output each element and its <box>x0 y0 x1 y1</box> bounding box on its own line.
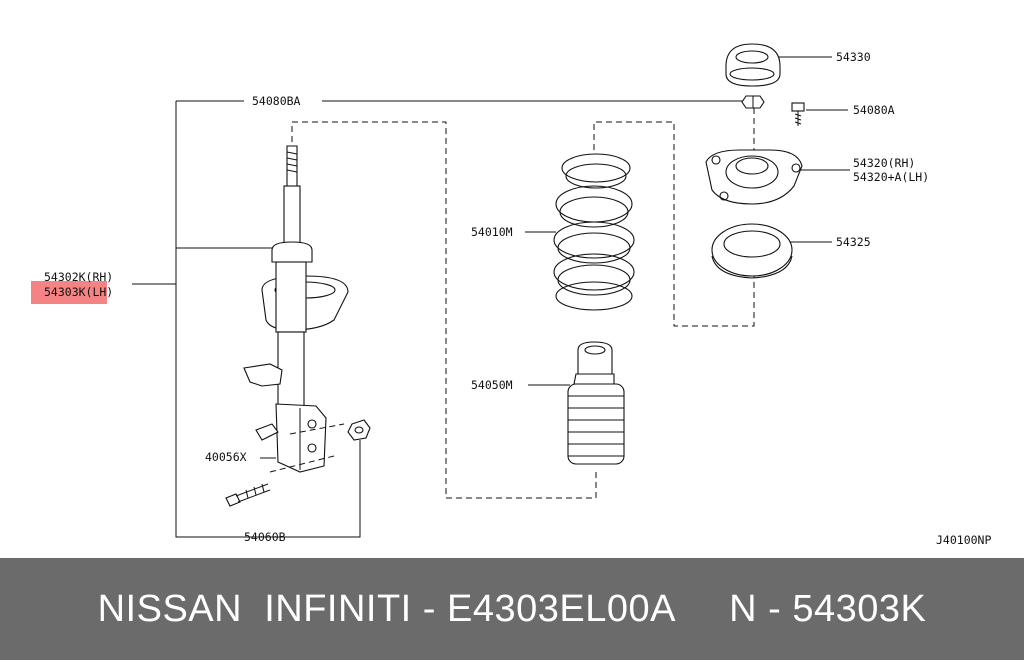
bolt-54080a <box>791 102 805 126</box>
nut-54080ba <box>741 95 765 109</box>
strut-mount-54320 <box>705 149 803 205</box>
label-54330: 54330 <box>836 50 871 64</box>
label-54080ba: 54080BA <box>252 94 301 108</box>
nut-54060b <box>347 419 371 441</box>
label-54320-rh: 54320(RH) <box>853 156 915 170</box>
leader-lines <box>132 56 850 538</box>
bearing-54325 <box>711 223 793 279</box>
label-54320-lh: 54320+A(LH) <box>853 170 929 184</box>
dust-boot-54050m <box>567 341 625 465</box>
label-54302k: 54302K(RH) <box>44 270 113 284</box>
label-54303k: 54303K(LH) <box>44 285 113 299</box>
coil-spring-54010m <box>553 153 635 311</box>
label-54325: 54325 <box>836 235 871 249</box>
label-54050m: 54050M <box>471 378 513 392</box>
footer-banner: NISSAN INFINITI - E4303EL00A N - 54303K <box>0 558 1024 660</box>
footer-part-number: NISSAN INFINITI - E4303EL00A N - 54303K <box>97 587 927 630</box>
label-40056x: 40056X <box>205 450 247 464</box>
diagram-code: J40100NP <box>936 533 991 547</box>
label-54010m: 54010M <box>471 225 513 239</box>
highlighted-part-marker <box>31 281 107 304</box>
label-54060b: 54060B <box>244 530 286 544</box>
parts-diagram: 54330 54080A 54080BA 54320(RH) 54320+A(L… <box>44 43 991 547</box>
bolt-40056x <box>225 483 271 507</box>
assembly-dashed-lines <box>291 108 755 499</box>
part-labels: 54330 54080A 54080BA 54320(RH) 54320+A(L… <box>44 50 991 547</box>
mount-cap-54330 <box>725 43 781 87</box>
label-54080a: 54080A <box>853 103 895 117</box>
strut-assembly-54303k <box>243 145 349 473</box>
